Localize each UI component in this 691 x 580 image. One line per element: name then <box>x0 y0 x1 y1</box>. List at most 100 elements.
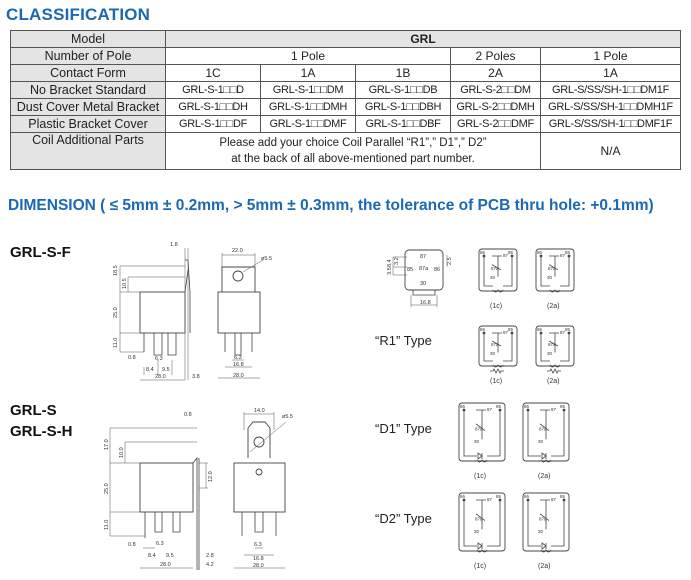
pin-label-87: 87 <box>487 497 493 502</box>
pin-label-30: 30 <box>490 351 496 356</box>
part-number: GRL-S-2□□DM <box>450 81 541 99</box>
row-number-of-pole: Number of Pole 1 Pole 2 Poles 1 Pole <box>10 47 682 65</box>
part-number: GRL-S-1□□DBF <box>355 115 451 133</box>
pin-label-86: 86 <box>537 250 543 255</box>
dim-label: 16.8 <box>420 300 431 306</box>
coil-symbol <box>476 459 488 463</box>
coil-note: Please add your choice Coil Parallel “R1… <box>165 132 541 170</box>
dim-label: 8.4 <box>146 367 154 373</box>
dim-label: 25.0 <box>113 307 119 318</box>
pin-label-87: 87 <box>503 253 509 258</box>
type-label-d2: “D2” Type <box>375 511 432 526</box>
row-label: Number of Pole <box>10 47 166 65</box>
row-coil-additional: Coil Additional Parts Please add your ch… <box>10 132 682 170</box>
model-label-grl-s-h: GRL-S-H <box>10 423 73 440</box>
dim-label: 12.0 <box>208 471 214 482</box>
dim-label: ø5.5 <box>261 256 272 262</box>
row-model: Model GRL <box>10 30 682 48</box>
bracket <box>184 259 191 333</box>
dim-label: 0.8 <box>184 412 192 418</box>
pin-label-87: 87 <box>560 330 566 335</box>
pin-label-87a: 87a <box>548 342 556 347</box>
dim-label: 0.8 <box>128 542 136 548</box>
resistor-symbol <box>490 368 504 374</box>
coil-na: N/A <box>539 132 682 170</box>
circuit-caption: (2a) <box>538 473 550 480</box>
relay-body <box>217 291 261 334</box>
part-number: GRL-S-1□□DMF <box>260 115 356 133</box>
diode-symbol <box>477 542 483 550</box>
dim-label: 3.5 <box>387 267 393 275</box>
dim-label: 16.8 <box>233 362 244 368</box>
row-label: Model <box>10 30 166 48</box>
row-plastic-bracket: Plastic Bracket Cover GRL-S-1□□DF GRL-S-… <box>10 115 682 133</box>
pin-label-87: 87 <box>551 497 557 502</box>
cell: 1B <box>355 64 451 82</box>
cell: 2A <box>450 64 541 82</box>
part-number: GRL-S-1□□D <box>165 81 261 99</box>
pin-label-87: 87 <box>560 253 566 258</box>
dim-label: 2.5 <box>447 257 453 265</box>
resistor-symbol <box>547 368 561 374</box>
relay-footprint <box>404 249 444 291</box>
part-number: GRL-S-1□□DB <box>355 81 451 99</box>
pin-label-85: 85 <box>560 404 566 409</box>
part-number: GRL-S-2□□DMH <box>450 98 541 116</box>
pin-label-30: 30 <box>538 529 544 534</box>
dim-label: 28.0 <box>155 374 166 380</box>
bracket <box>192 456 200 570</box>
dim-label: 9.5 <box>162 367 170 373</box>
coil-symbol <box>476 549 488 553</box>
cell: 1C <box>165 64 261 82</box>
pin-label-87a: 87a <box>548 266 556 271</box>
cell: 2 Poles <box>450 47 541 65</box>
circuit-caption: (1c) <box>490 303 502 310</box>
mount-hole <box>253 436 265 448</box>
pin-label-30: 30 <box>490 275 496 280</box>
pin-label-87: 87 <box>551 407 557 412</box>
circuit-caption: (1c) <box>474 473 486 480</box>
relay-body <box>139 462 194 513</box>
pin-label-85: 85 <box>508 250 514 255</box>
circuit-caption: (2a) <box>547 303 559 310</box>
type-label-r1: “R1” Type <box>375 333 432 348</box>
part-number: GRL-S-1□□DMH <box>260 98 356 116</box>
pin-label-30: 30 <box>474 529 480 534</box>
coil-symbol <box>492 289 504 293</box>
part-number: GRL-S-1□□DM <box>260 81 356 99</box>
cell: 1A <box>539 64 682 82</box>
classification-heading: CLASSIFICATION <box>6 5 151 24</box>
row-label: Coil Additional Parts <box>10 132 166 170</box>
circuit-caption: (1c) <box>490 378 502 385</box>
pin-label-86: 86 <box>537 327 543 332</box>
grl-s-f-front-drawing: 22.0 ø5.5 6.3 16.8 28.0 <box>217 248 272 379</box>
diode-symbol <box>477 452 483 460</box>
relay-body <box>139 291 186 334</box>
pin-label-87a: 87a <box>475 517 483 522</box>
pin-label-86: 86 <box>524 404 530 409</box>
bottom-view-drawing: 8.4 3.2 3.5 2.5 16.8 87 87a 85 86 30 <box>387 249 453 307</box>
pin-label-86: 86 <box>460 494 466 499</box>
dim-label: 0.8 <box>128 355 136 361</box>
pin-label-87a: 87a <box>491 342 499 347</box>
coil-note-line2: at the back of all above-mentioned part … <box>231 153 475 165</box>
part-number: GRL-S-1□□DBH <box>355 98 451 116</box>
diode-symbol <box>541 452 547 460</box>
pin-label: 87 <box>420 254 426 260</box>
pin-label-86: 86 <box>480 327 486 332</box>
circuit-caption: (2a) <box>538 563 550 570</box>
row-label: Contact Form <box>10 64 166 82</box>
cell: 1 Pole <box>539 47 682 65</box>
part-number: GRL-S/SS/SH-1□□DMF1F <box>539 115 682 133</box>
dim-label: 17.0 <box>104 439 110 450</box>
dim-label: 25.0 <box>104 483 110 494</box>
type-label-d1: “D1” Type <box>375 421 432 436</box>
pin-label: 87a <box>419 266 429 272</box>
grl-s-side-drawing: 0.8 17.0 10.0 12.0 25.0 11.0 0.8 6.3 8.4… <box>104 412 214 570</box>
